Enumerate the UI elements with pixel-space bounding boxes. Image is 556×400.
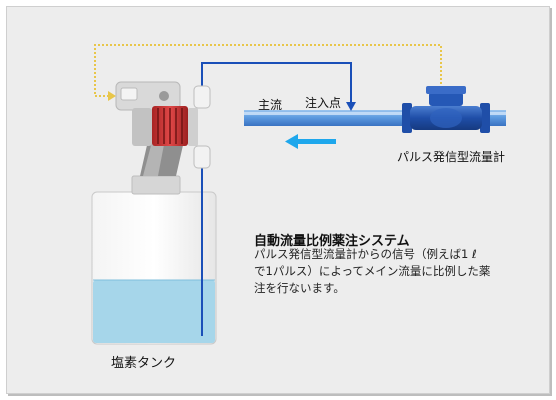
signal-wire-arrowhead xyxy=(108,91,116,101)
flow-arrow-shaft xyxy=(298,139,336,144)
main-pipe-highlight xyxy=(244,112,506,115)
system-description: パルス発信型流量計からの信号（例えば1 ℓ で1パルス）によってメイン流量に比例… xyxy=(254,246,526,297)
main-flow-label: 主流 xyxy=(258,98,283,112)
signal-wire xyxy=(94,44,442,97)
tank-label: 塩素タンク xyxy=(111,356,177,371)
flow-arrow-head xyxy=(285,134,298,149)
description-line: 注を行ないます。 xyxy=(254,281,345,295)
flow-meter-label: パルス発信型流量計 xyxy=(397,150,506,164)
description-line: パルス発信型流量計からの信号（例えば1 ℓ xyxy=(254,247,477,261)
chlorine-tank xyxy=(91,175,217,345)
injection-arrowhead xyxy=(346,102,356,111)
pulse-flow-meter xyxy=(402,86,490,133)
injection-line xyxy=(201,62,352,104)
description-line: で1パルス）によってメイン流量に比例した薬 xyxy=(254,264,491,278)
injection-point-label: 注入点 xyxy=(305,96,342,110)
system-title: 自動流量比例薬注システム xyxy=(254,234,410,249)
metering-pump xyxy=(115,81,211,176)
